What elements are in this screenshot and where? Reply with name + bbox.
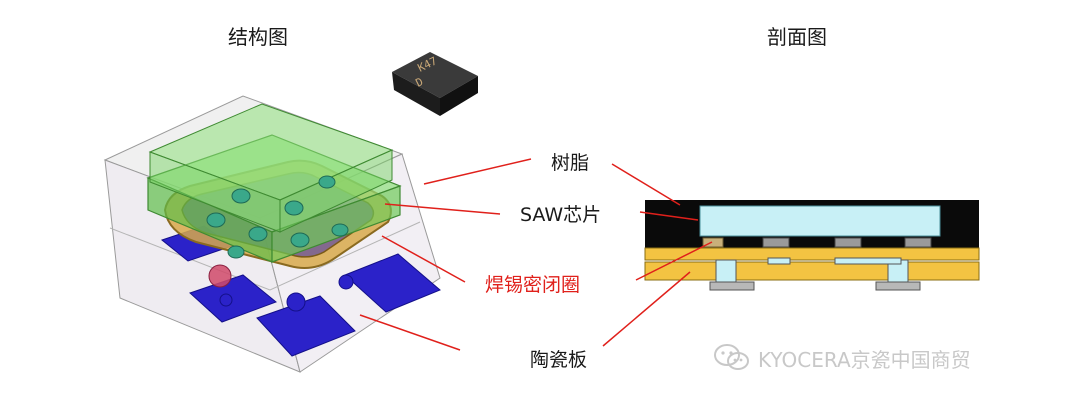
- saw-chip-3d: [146, 103, 402, 263]
- ceramic-layer: [644, 261, 980, 281]
- solder-layer: [644, 247, 980, 261]
- ceramic-pads: [160, 225, 441, 357]
- cross-section: [644, 200, 980, 291]
- label-resin: 树脂: [551, 152, 590, 174]
- label-solder-seal: 焊锡密闭圈: [485, 274, 581, 296]
- structure-3d: K47 D: [103, 52, 478, 373]
- wechat-icon: [714, 344, 749, 370]
- section-title: 剖面图: [767, 25, 827, 49]
- saw-chip-section: [699, 205, 941, 237]
- label-saw-chip: SAW芯片: [520, 204, 602, 226]
- label-ceramic: 陶瓷板: [530, 349, 588, 371]
- leader-lines: [359, 158, 713, 351]
- structure-title: 结构图: [228, 25, 288, 49]
- bumps-3d: [206, 175, 349, 259]
- watermark: KYOCERA京瓷中国商贸: [712, 341, 971, 375]
- bottom-terminals: [709, 281, 921, 291]
- chip-marking-line2: D: [414, 75, 426, 90]
- chip-photo: K47 D: [392, 52, 478, 116]
- vias: [715, 257, 909, 283]
- section-bumps: [702, 237, 932, 248]
- watermark-text: KYOCERA京瓷中国商贸: [758, 347, 971, 372]
